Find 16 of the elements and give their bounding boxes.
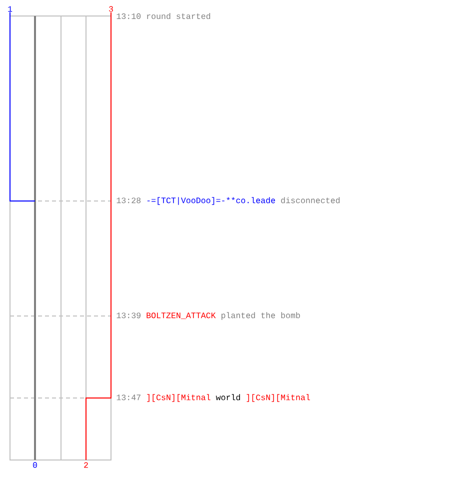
player-name: ][CsN][Mitnal <box>246 394 310 402</box>
event-text: round started <box>147 12 210 20</box>
player-name: -=[TCT|VooDoo]=-**co.leade <box>147 197 276 205</box>
time-label: 13:28 <box>116 198 141 204</box>
column-number: 1 <box>7 6 13 12</box>
time-label: 13:39 <box>116 312 141 318</box>
event-text: planted the bomb <box>222 312 300 320</box>
column-number: 0 <box>32 462 38 468</box>
player-name: BOLTZEN_ATTACK <box>146 312 216 320</box>
event-text: disconnected <box>281 197 340 204</box>
event-text: world <box>216 394 240 400</box>
column-number: 3 <box>108 6 114 12</box>
time-label: 13:47 <box>116 394 140 400</box>
column-number: 2 <box>83 462 89 468</box>
player-name: ][CsN][Mitnal <box>147 394 210 402</box>
time-label: 13:10 <box>116 13 141 20</box>
